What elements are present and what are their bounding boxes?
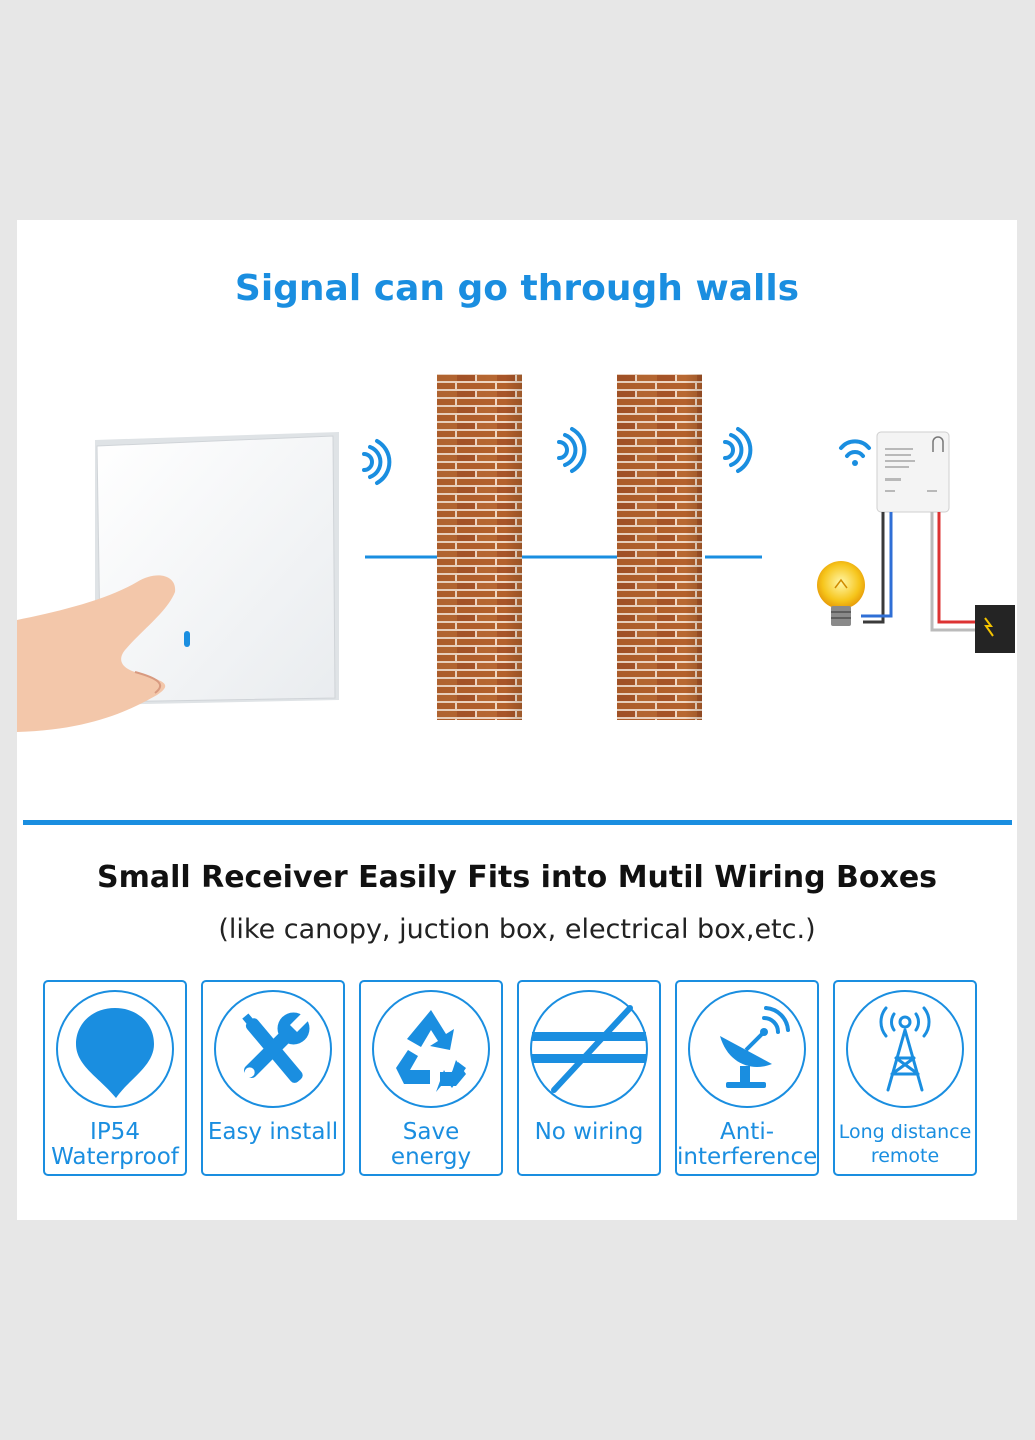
- signal-illustration: [17, 374, 1015, 732]
- feature-card-anti-interference: Anti- interference: [675, 980, 819, 1176]
- no-wiring-icon: [532, 1005, 646, 1093]
- wifi-icon: [839, 439, 871, 458]
- product-panel: Signal can go through walls: [17, 220, 1017, 1220]
- brick-wall-1: [437, 374, 522, 720]
- recycle-icon: [396, 1010, 466, 1092]
- feature-card-no-wiring: No wiring: [517, 980, 661, 1176]
- water-drop-icon: [76, 1008, 154, 1098]
- section-subheading: (like canopy, juction box, electrical bo…: [218, 914, 816, 945]
- feature-label: Easy install: [207, 1119, 339, 1145]
- features-row: IP54 Waterproof Easy inst: [43, 980, 993, 1178]
- receiver-module: [876, 431, 950, 513]
- hand-illustration: [17, 575, 176, 732]
- feature-label: Save energy: [390, 1119, 472, 1170]
- signal-wave-icon: [362, 439, 392, 485]
- feature-card-long-distance: Long distance remote: [833, 980, 977, 1176]
- signal-wave-icon: [723, 427, 753, 473]
- feature-card-waterproof: IP54 Waterproof: [43, 980, 187, 1176]
- light-bulb: [817, 561, 865, 626]
- feature-label: Long distance remote: [838, 1121, 972, 1167]
- brick-wall-2: [617, 374, 702, 720]
- power-supply: [975, 605, 1015, 653]
- signal-tower-icon: [879, 1006, 931, 1092]
- feature-label: Anti- interference: [677, 1119, 818, 1170]
- satellite-dish-icon: [720, 1006, 790, 1088]
- section-divider: [23, 820, 1012, 825]
- page-title: Signal can go through walls: [234, 268, 800, 309]
- tools-icon: [242, 1012, 310, 1083]
- feature-label: IP54 Waterproof: [51, 1119, 179, 1170]
- feature-card-easy-install: Easy install: [201, 980, 345, 1176]
- section-heading: Small Receiver Easily Fits into Mutil Wi…: [96, 860, 938, 895]
- signal-wave-icon: [557, 427, 587, 473]
- feature-label: No wiring: [534, 1119, 644, 1145]
- wall-switch: [95, 432, 339, 705]
- feature-card-save-energy: Save energy: [359, 980, 503, 1176]
